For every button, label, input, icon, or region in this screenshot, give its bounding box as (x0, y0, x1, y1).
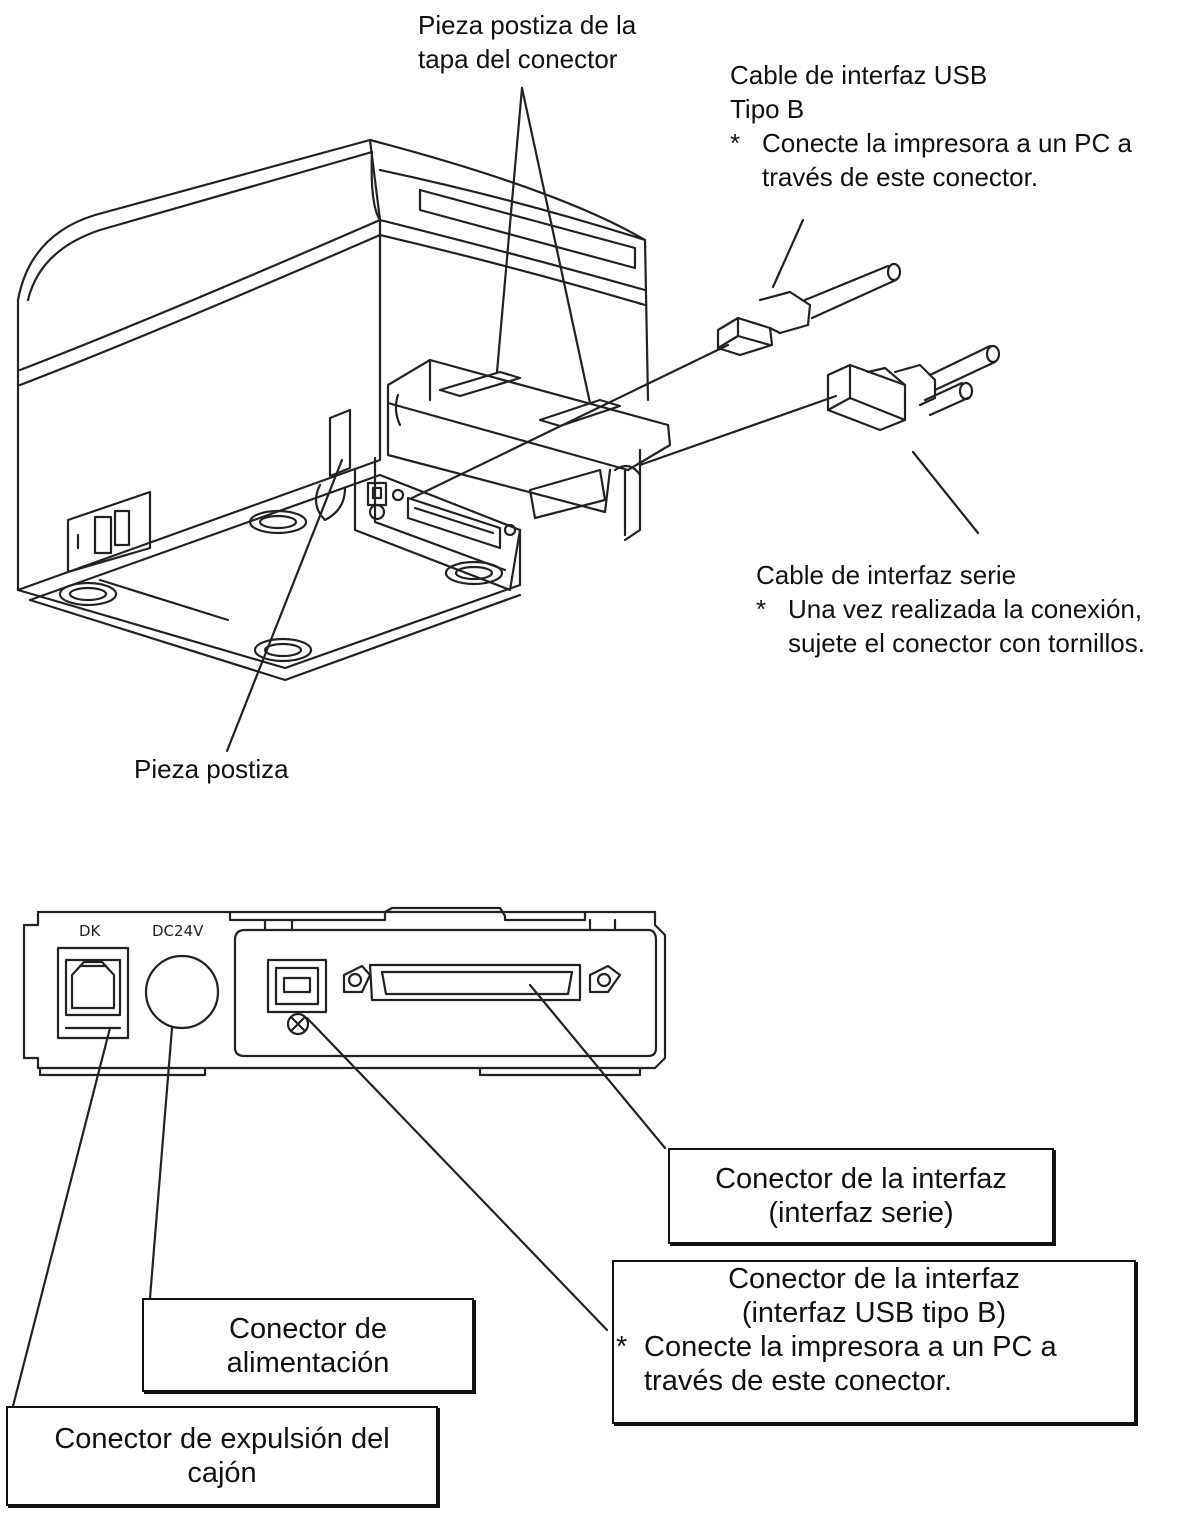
connector-cover (386, 358, 672, 520)
serial-cable (826, 344, 1001, 432)
power-connector-box: Conector de alimentación (142, 1298, 474, 1392)
connector-cover-dummy-label: Pieza postiza de la tapa del conector (418, 10, 637, 74)
dc24v-label: DC24V (152, 922, 204, 940)
leader-lines (10, 86, 980, 1412)
serial-connector-box: Conector de la interfaz (interfaz serie) (668, 1148, 1054, 1244)
rear-panel (22, 906, 667, 1077)
drawer-connector-box: Conector de expulsión del cajón (6, 1406, 438, 1506)
connector-cavity (353, 448, 642, 592)
usb-connector-box: Conector de la interfaz (interfaz USB ti… (612, 1260, 1136, 1424)
dummy-piece-label: Pieza postiza (134, 754, 289, 784)
usb-cable (716, 262, 902, 357)
serial-cable-label: Cable de interfaz serie * Una vez realiz… (756, 560, 1145, 658)
printer-body (16, 138, 650, 682)
usb-cable-label: Cable de interfaz USB Tipo B * Conecte l… (730, 60, 1132, 192)
dk-label: DK (79, 922, 102, 940)
